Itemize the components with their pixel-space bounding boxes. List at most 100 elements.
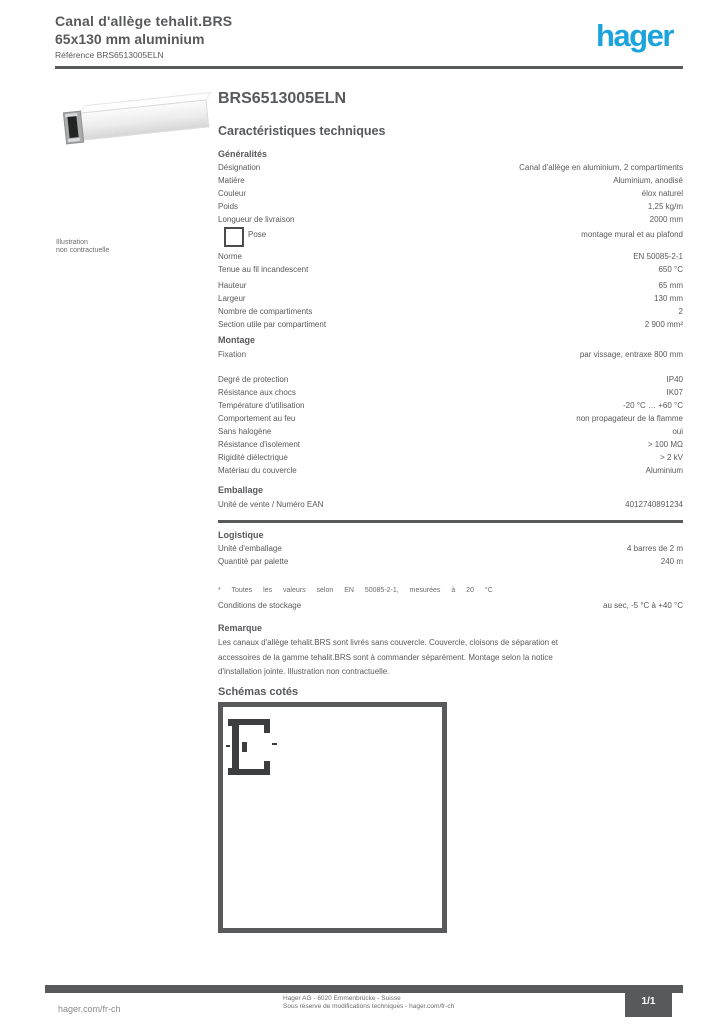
document-reference-line: Référence BRS6513005ELN xyxy=(55,50,164,60)
row-value: 130 mm xyxy=(654,294,683,303)
footer-company-line: Hager AG - 6020 Emmenbrücke - Suisse xyxy=(283,995,401,1002)
row-value: Canal d'allège en aluminium, 2 compartim… xyxy=(519,163,683,172)
footer-bar xyxy=(45,985,683,993)
photo-disclaimer: Illustration non contractuelle xyxy=(56,239,109,254)
table-row: Rigidité diélectrique> 2 kV xyxy=(218,451,683,464)
remark-paragraph: Les canaux d'allège tehalit.BRS sont liv… xyxy=(218,638,558,676)
row-label: Conditions de stockage xyxy=(218,601,302,610)
footer-website-link[interactable]: hager.com/fr-ch xyxy=(50,996,170,1022)
row-value: montage mural et au plafond xyxy=(581,230,683,239)
row-label: Matière xyxy=(218,176,245,185)
section-heading-mounting: Montage xyxy=(218,335,255,345)
row-value: IP40 xyxy=(666,375,683,384)
row-label: Norme xyxy=(218,252,243,261)
row-label: Désignation xyxy=(218,163,261,172)
mounting-row: Pose montage mural et au plafond xyxy=(218,226,683,248)
row-label: Longueur de livraison xyxy=(218,215,295,224)
row-value: élox naturel xyxy=(641,189,683,198)
row-value: 4 barres de 2 m xyxy=(626,544,683,553)
table-row: Hauteur 65 mm xyxy=(218,279,683,292)
trunking-open-end xyxy=(62,110,85,145)
row-value: IK07 xyxy=(666,388,683,397)
spec-rows-storage: Conditions de stockage au sec, -5 °C à +4… xyxy=(218,599,683,612)
row-value: non propagateur de la flamme xyxy=(576,414,683,423)
row-value: 2000 mm xyxy=(649,215,683,224)
row-value: par vissage, entraxe 800 mm xyxy=(579,350,683,359)
row-label: Fixation xyxy=(218,350,247,359)
section-heading-packaging: Emballage xyxy=(218,485,264,495)
row-label: Tenue au fil incandescent xyxy=(218,265,309,274)
row-label: Largeur xyxy=(218,294,246,303)
table-row: Poids 1,25 kg/m xyxy=(218,200,683,213)
row-label: Couleur xyxy=(218,189,247,198)
photo-disclaimer-line1: Illustration xyxy=(56,239,88,246)
table-row: Longueur de livraison 2000 mm xyxy=(218,213,683,226)
row-value: 4012740891234 xyxy=(625,500,683,509)
table-row: Fixation par vissage, entraxe 800 mm xyxy=(218,348,683,361)
footer-disclaimer-line: Sous réserve de modifications techniques… xyxy=(283,1003,455,1010)
row-label: Résistance aux chocs xyxy=(218,388,296,397)
row-label: Température d'utilisation xyxy=(218,401,305,410)
dimensional-drawing-box xyxy=(218,702,447,933)
row-label: Poids xyxy=(218,202,239,211)
table-row: Largeur 130 mm xyxy=(218,292,683,305)
table-row: Couleur élox naturel xyxy=(218,187,683,200)
trunking-render xyxy=(62,91,212,145)
row-value: > 100 MΩ xyxy=(647,440,683,449)
row-value: EN 50085-2-1 xyxy=(633,252,683,261)
table-row: Résistance d'isolement > 100 MΩ xyxy=(218,438,683,451)
row-label: Pose xyxy=(248,230,267,239)
cross-section-drawing xyxy=(226,719,277,775)
spec-rows-general: Désignation Canal d'allège en aluminium, … xyxy=(218,161,683,200)
table-row: Désignation Canal d'allège en aluminium, … xyxy=(218,161,683,174)
row-value: au sec, -5 °C à +40 °C xyxy=(603,601,683,610)
row-value: 2 900 mm² xyxy=(644,320,683,329)
table-row: Conditions de stockage au sec, -5 °C à +4… xyxy=(218,599,683,612)
product-photo xyxy=(52,87,212,153)
row-value: oui xyxy=(672,427,683,436)
section-heading-remark: Remarque xyxy=(218,623,263,633)
page-number-badge: 1/1 xyxy=(625,987,672,1017)
document-title-line2: 65x130 mm aluminium xyxy=(55,31,205,47)
drawings-heading: Schémas cotés xyxy=(218,686,299,698)
row-value: Aluminium xyxy=(645,466,683,475)
row-label: Quantité par palette xyxy=(218,557,289,566)
spec-rows-fixing: Fixation par vissage, entraxe 800 mm xyxy=(218,348,683,361)
row-value: > 2 kV xyxy=(660,453,683,462)
row-label: Résistance d'isolement xyxy=(218,440,301,449)
table-row: Degré de protection IP40 xyxy=(218,373,683,386)
table-row: Résistance aux chocs IK07 xyxy=(218,386,683,399)
row-label: Hauteur xyxy=(218,281,247,290)
row-value: 240 m xyxy=(660,557,683,566)
spec-rows-dimensions: Hauteur 65 mm Largeur 130 mm Nombre de compa… xyxy=(218,279,683,331)
document-title-line1: Canal d'allège tehalit.BRS xyxy=(55,13,233,29)
row-value: 65 mm xyxy=(658,281,683,290)
row-label: Degré de protection xyxy=(218,375,289,384)
row-value: -20 °C … +60 °C xyxy=(623,401,683,410)
row-value: 1,25 kg/m xyxy=(647,202,683,211)
row-label: Nombre de compartiments xyxy=(218,307,313,316)
table-row: Température d'utilisation -20 °C … +60 °C xyxy=(218,399,683,412)
hager-logo: hager xyxy=(596,18,674,53)
photo-disclaimer-line2: non contractuelle xyxy=(56,246,110,254)
row-label: Section utile par compartiment xyxy=(218,320,327,329)
header-rule xyxy=(55,66,683,69)
wall-mounting-icon xyxy=(224,227,244,247)
section-rule xyxy=(218,520,683,523)
characteristics-heading: Caractéristiques techniques xyxy=(218,124,386,138)
section-heading-logistics: Logistique xyxy=(218,530,264,540)
table-row: Norme EN 50085-2-1 xyxy=(218,250,683,263)
table-row: Quantité par palette 240 m xyxy=(218,555,683,568)
